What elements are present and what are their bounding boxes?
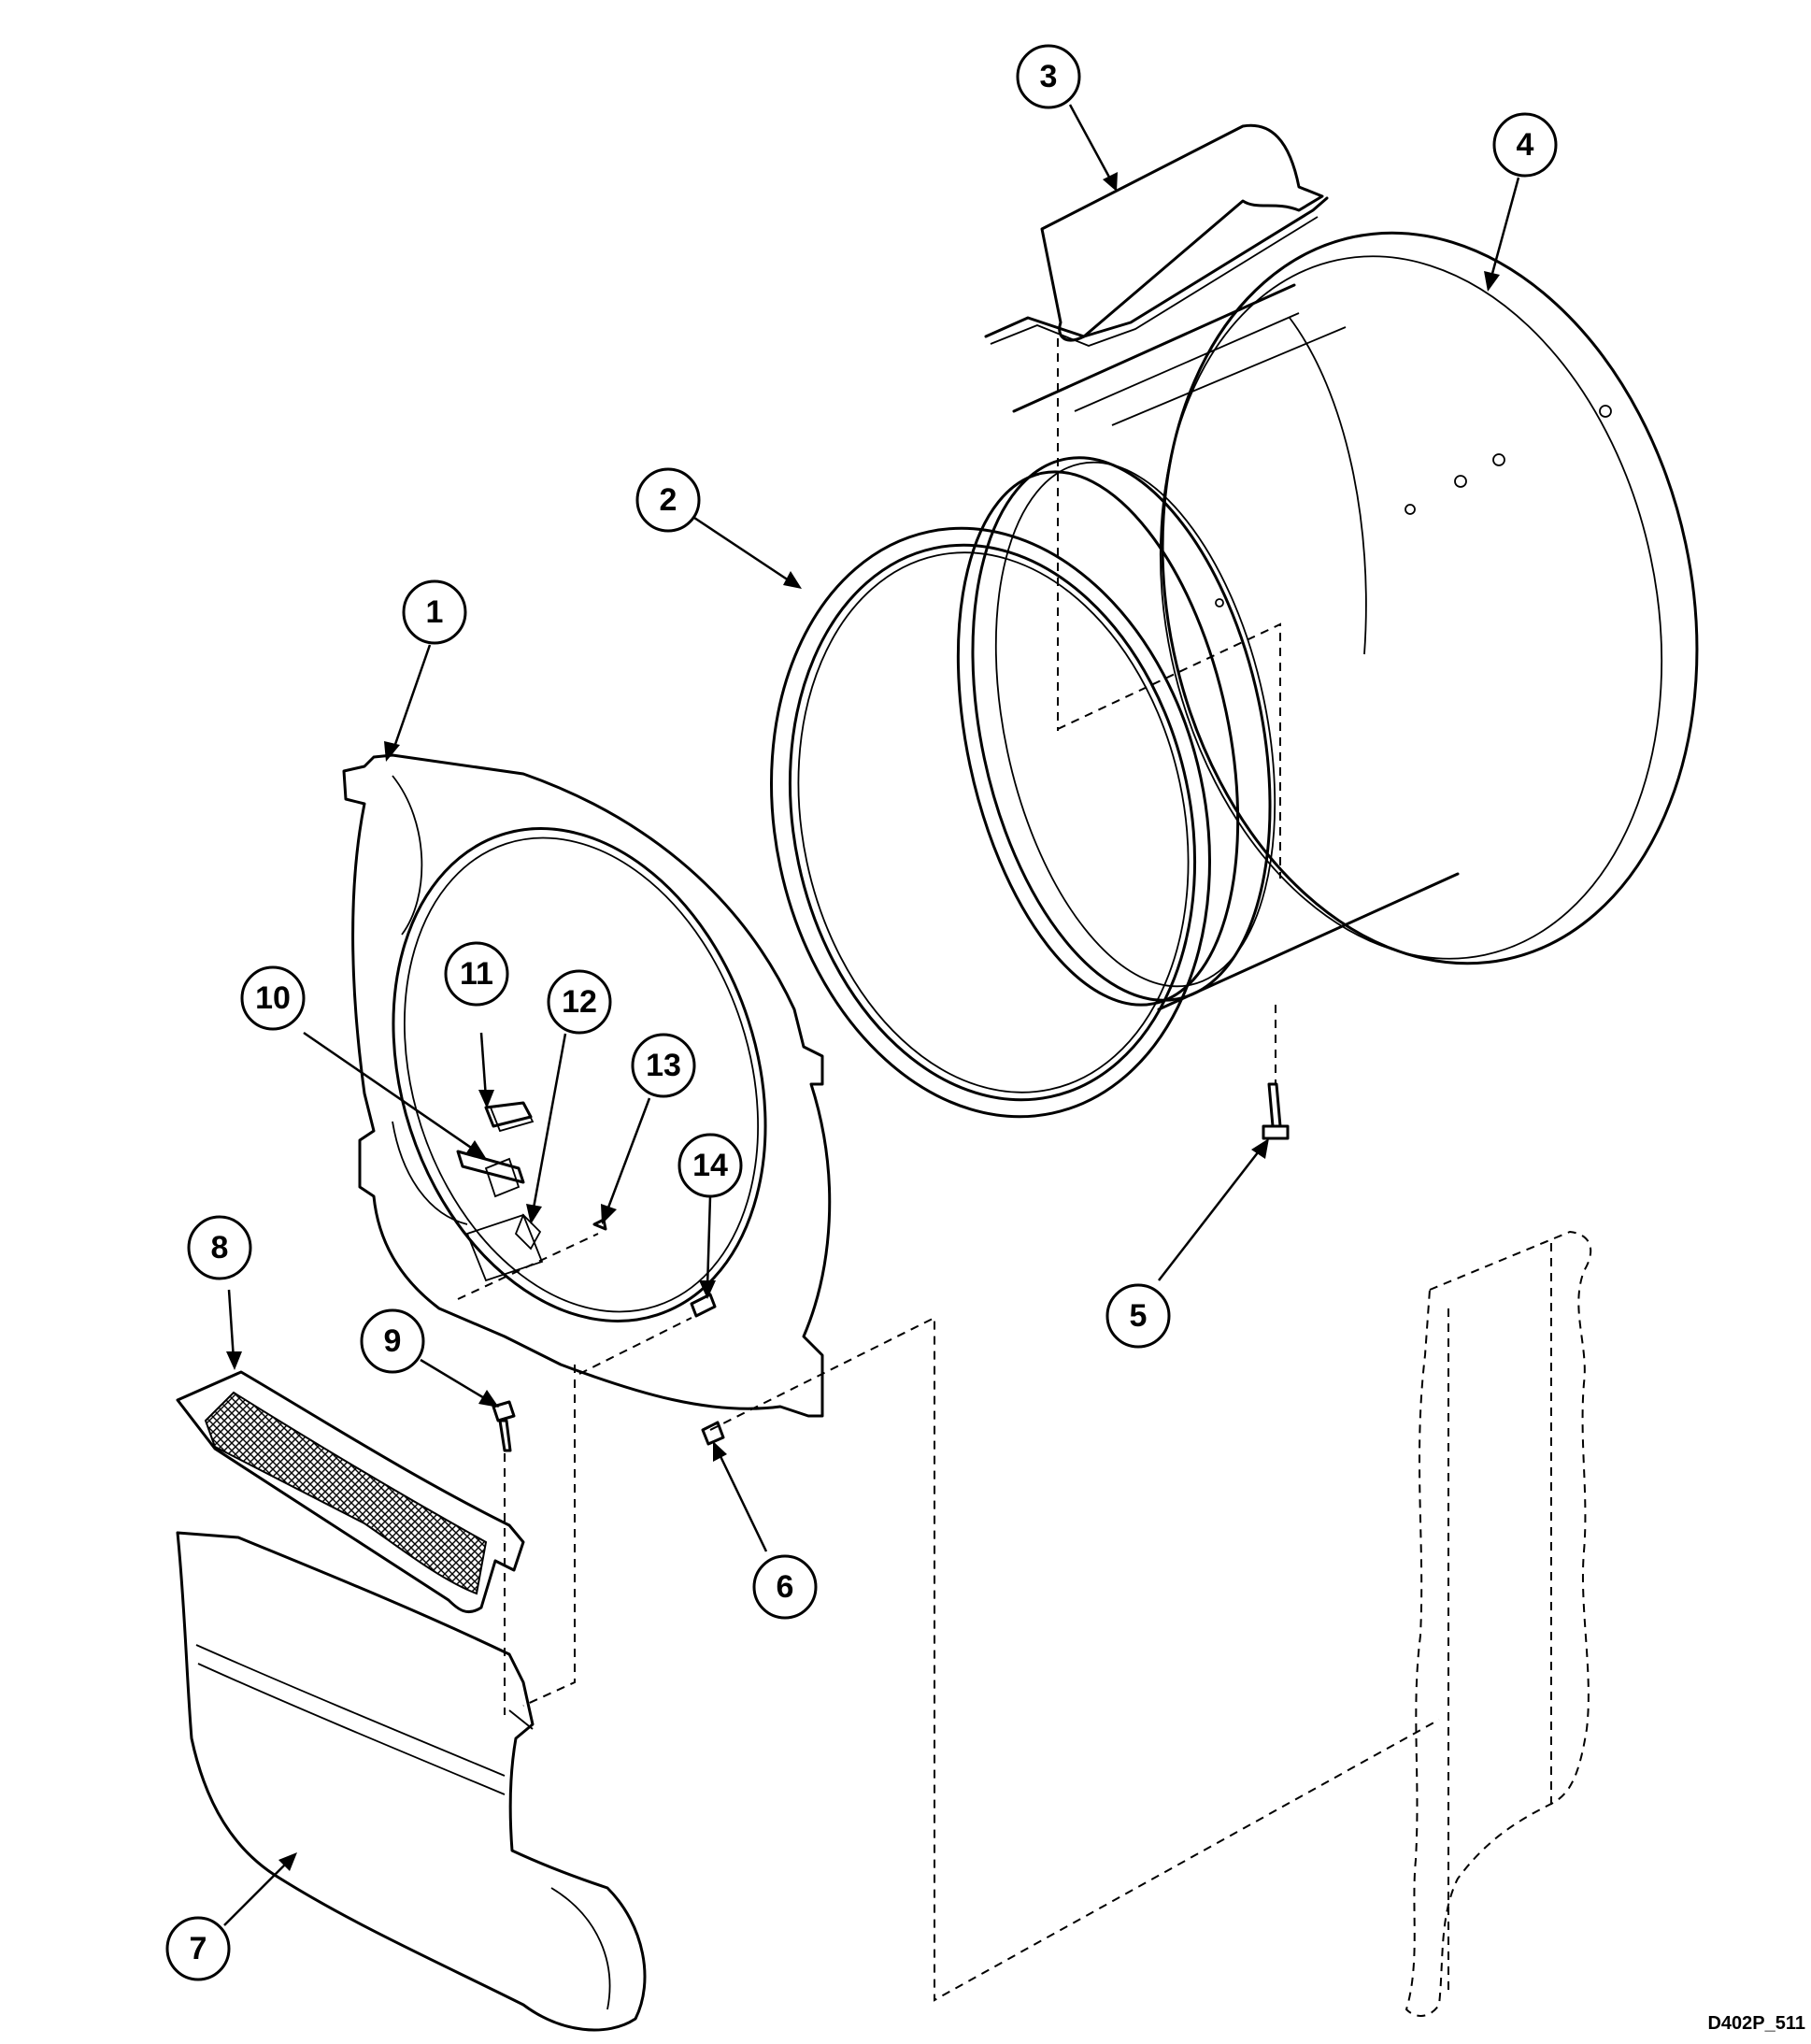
small-hardware (456, 1101, 607, 1251)
drum-part (956, 231, 1699, 1011)
callout-13: 13 (631, 1033, 696, 1098)
door-outline (1405, 1230, 1592, 2017)
callout-10: 10 (240, 965, 306, 1031)
callout-label: 2 (660, 482, 677, 518)
drawing-id-label: D402P_511 (1707, 2013, 1805, 2034)
callout-label: 3 (1040, 59, 1058, 94)
callout-label: 14 (692, 1148, 728, 1183)
callout-14: 14 (677, 1133, 743, 1198)
callout-6: 6 (752, 1554, 818, 1620)
callout-3: 3 (1016, 44, 1081, 109)
callout-label: 9 (384, 1323, 402, 1359)
leader-lines (223, 104, 1520, 1926)
callout-12: 12 (547, 969, 612, 1035)
lint-screen-part (176, 1370, 525, 1613)
bulkhead-part (342, 753, 1440, 2002)
callout-label: 7 (190, 1931, 207, 1966)
callout-7: 7 (165, 1916, 231, 1981)
gasket-part (770, 526, 1211, 1119)
baffle-part (984, 123, 1329, 731)
screws (690, 1293, 725, 1446)
callout-label: 6 (777, 1569, 794, 1605)
screw-part-9 (492, 1400, 516, 1715)
screw-part-5 (1262, 1005, 1290, 1140)
callout-2: 2 (635, 467, 701, 533)
callout-label: 1 (426, 594, 444, 630)
lint-duct-part (176, 1531, 647, 2032)
callout-8: 8 (187, 1215, 252, 1280)
callout-4: 4 (1492, 112, 1558, 178)
callout-9: 9 (360, 1308, 425, 1374)
callout-label: 11 (460, 956, 493, 992)
callout-label: 4 (1517, 127, 1534, 163)
callout-label: 10 (255, 980, 291, 1016)
callout-label: 8 (211, 1230, 229, 1265)
callout-11: 11 (444, 941, 509, 1007)
callout-label: 12 (562, 984, 597, 1020)
callout-label: 13 (646, 1048, 681, 1083)
callout-1: 1 (402, 579, 467, 645)
callout-5: 5 (1105, 1283, 1171, 1349)
callout-label: 5 (1130, 1298, 1148, 1334)
